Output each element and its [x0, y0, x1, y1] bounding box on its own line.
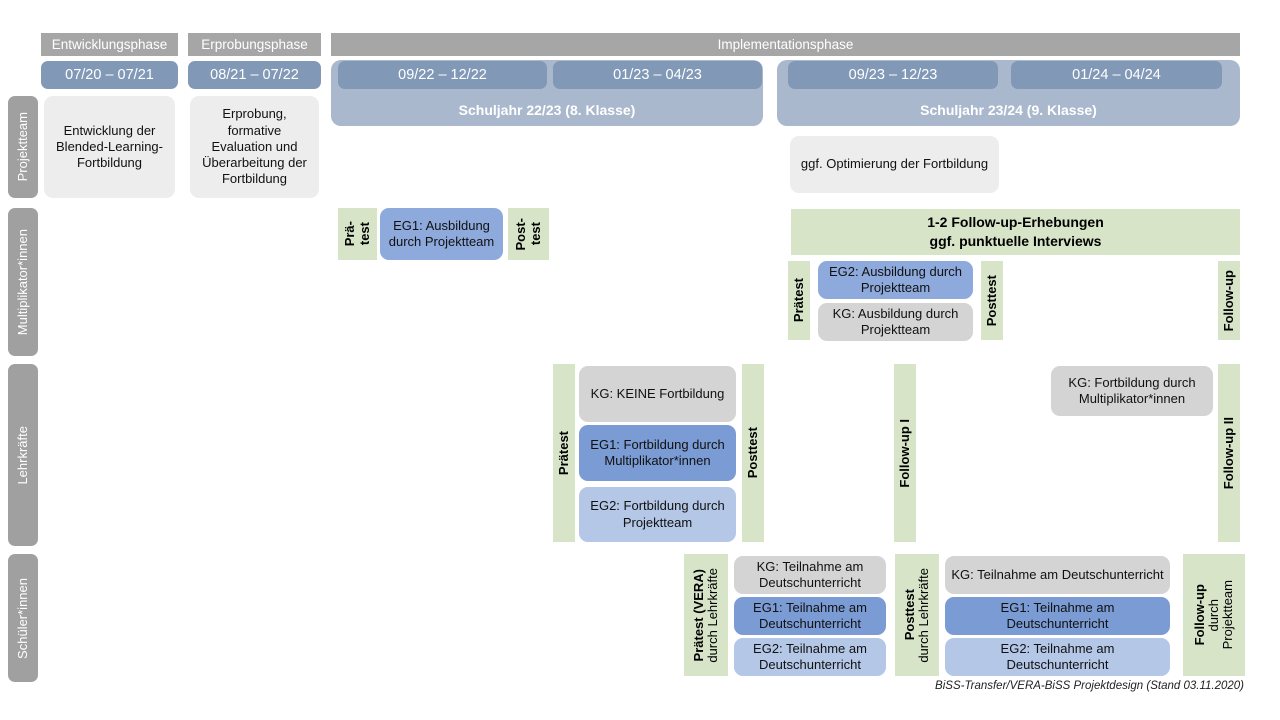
box-kg-teilnahme-deutschunterricht-1: KG: Teilnahme am Deutschunterricht	[734, 556, 886, 594]
box-text: KG: Teilnahme am Deutschunterricht	[756, 558, 864, 590]
date-label: 01/24 – 04/24	[1072, 67, 1161, 83]
box-text: EG1: Fortbildung durch Multiplikator*inn…	[590, 436, 725, 468]
date-label: 08/21 – 07/22	[210, 67, 299, 83]
date-chip-09-23-12-23: 09/23 – 12/23	[788, 61, 998, 89]
box-eg2-teilnahme-deutschunterricht-1: EG2: Teilnahme am Deutschunterricht	[734, 638, 886, 676]
box-text: EG2: Teilnahme am Deutschunterricht	[1000, 640, 1115, 672]
measure-posttest-multiplikatoren-1: Post- test	[508, 208, 549, 260]
phase-banner-entwicklungsphase: Entwicklungsphase	[41, 33, 178, 56]
posttest-line-2: test	[527, 222, 543, 246]
posttest-sub-text: durch Lehrkräfte	[916, 567, 931, 663]
box-text: EG1: Teilnahme am Deutschunterricht	[753, 599, 867, 631]
measure-followup-multiplikatoren: Follow-up	[1218, 261, 1240, 340]
box-entwicklung-fortbildung: Entwicklung der Blended-Learning-Fortbil…	[44, 96, 175, 198]
date-label: 07/20 – 07/21	[65, 67, 154, 83]
measure-posttest-lehrkraefte: Posttest	[742, 364, 764, 542]
measure-posttest-schuelerinnen: Posttest durch Lehrkräfte	[895, 554, 939, 676]
box-text: EG2: Fortbildung durch Projektteam	[590, 498, 725, 530]
schoolyear-label: Schuljahr 23/24 (9. Klasse)	[920, 102, 1097, 118]
band-followup-erhebungen: 1-2 Follow-up-Erhebungen ggf. punktuelle…	[791, 209, 1240, 255]
box-eg1-teilnahme-deutschunterricht-2: EG1: Teilnahme am Deutschunterricht	[945, 597, 1170, 635]
date-chip-08-21-07-22: 08/21 – 07/22	[188, 61, 321, 89]
followup-sub-text-1: durch	[1205, 598, 1221, 632]
box-eg2-fortbildung-projektteam: EG2: Fortbildung durch Projektteam	[579, 487, 736, 542]
box-kg-teilnahme-deutschunterricht-2: KG: Teilnahme am Deutschunterricht	[945, 556, 1170, 594]
box-text: ggf. Optimierung der Fortbildung	[800, 156, 989, 172]
box-text: EG2: Teilnahme am Deutschunterricht	[753, 640, 867, 672]
box-text: KG: Fortbildung durch Multiplikator*inne…	[1068, 374, 1196, 406]
lane-label-lehrkraefte: Lehrkräfte	[8, 364, 38, 546]
measure-text: Prätest	[555, 430, 571, 476]
date-chip-01-24-04-24: 01/24 – 04/24	[1011, 61, 1222, 89]
lane-label-multiplikatorinnen: Multiplikator*innen	[8, 208, 38, 356]
box-text: EG2: Ausbildung durch Projektteam	[829, 263, 962, 295]
praetest-sub-text: durch Lehrkräfte	[705, 567, 720, 663]
date-chip-01-23-04-23: 01/23 – 04/23	[553, 61, 762, 89]
box-eg2-teilnahme-deutschunterricht-2: EG2: Teilnahme am Deutschunterricht	[945, 638, 1170, 676]
measure-followup-schuelerinnen: Follow-up durch Projektteam	[1183, 554, 1245, 676]
praetest-bold-text: Prätest (VERA)	[690, 568, 706, 662]
box-text: KG: Teilnahme am Deutschunterricht	[951, 566, 1164, 582]
measure-text: Posttest	[744, 427, 760, 479]
schoolyear-label: Schuljahr 22/23 (8. Klasse)	[458, 102, 636, 118]
followup-bold-text: Follow-up	[1191, 584, 1207, 646]
box-eg1-teilnahme-deutschunterricht-1: EG1: Teilnahme am Deutschunterricht	[734, 597, 886, 635]
praetest-line-2: test	[356, 222, 372, 246]
box-kg-ausbildung-projektteam: KG: Ausbildung durch Projektteam	[818, 303, 973, 341]
box-text: EG1: Teilnahme am Deutschunterricht	[1000, 599, 1115, 631]
measure-text: Prätest	[790, 278, 806, 323]
box-eg2-ausbildung-projektteam: EG2: Ausbildung durch Projektteam	[818, 261, 973, 299]
posttest-line-1: Post-	[513, 217, 529, 251]
footer-caption: BiSS-Transfer/VERA-BiSS Projektdesign (S…	[935, 680, 1244, 692]
measure-followup-1-lehrkraefte: Follow-up I	[894, 364, 916, 542]
date-label: 01/23 – 04/23	[613, 67, 702, 83]
lane-text: Lehrkräfte	[14, 425, 30, 485]
phase-label: Implementationsphase	[717, 37, 854, 52]
phase-label: Erprobungsphase	[201, 37, 308, 52]
date-label: 09/22 – 12/22	[398, 67, 487, 83]
date-chip-07-20-07-21: 07/20 – 07/21	[41, 61, 178, 89]
measure-followup-2-lehrkraefte: Follow-up II	[1218, 364, 1240, 542]
measure-text: Posttest	[983, 274, 999, 327]
posttest-bold-text: Posttest	[901, 589, 917, 641]
lane-label-projektteam: Projektteam	[8, 96, 38, 198]
measure-posttest-multiplikatoren-2: Posttest	[981, 261, 1003, 340]
measure-praetest-multiplikatoren-2: Prätest	[788, 261, 810, 340]
band-line-1: 1-2 Follow-up-Erhebungen	[927, 214, 1104, 231]
box-eg1-ausbildung-projektteam: EG1: Ausbildung durch Projektteam	[380, 208, 503, 260]
date-label: 09/23 – 12/23	[848, 67, 938, 83]
phase-label: Entwicklungsphase	[51, 37, 168, 52]
box-erprobung-evaluation: Erprobung, formative Evaluation und Über…	[190, 96, 319, 198]
measure-text: Follow-up	[1220, 269, 1236, 332]
box-eg1-fortbildung-multiplikatoren: EG1: Fortbildung durch Multiplikator*inn…	[579, 425, 736, 481]
lane-text: Multiplikator*innen	[14, 228, 30, 336]
box-optimierung-fortbildung: ggf. Optimierung der Fortbildung	[790, 136, 999, 193]
phase-banner-erprobungsphase: Erprobungsphase	[188, 33, 321, 56]
box-kg-keine-fortbildung: KG: KEINE Fortbildung	[579, 366, 736, 422]
box-text: Erprobung, formative Evaluation und Über…	[202, 106, 307, 187]
measure-praetest-vera-schuelerinnen: Prätest (VERA) durch Lehrkräfte	[684, 554, 728, 676]
followup-sub-text-2: Projektteam	[1220, 580, 1236, 650]
measure-praetest-multiplikatoren-1: Prä- test	[338, 208, 377, 260]
measure-text: Follow-up II	[1220, 416, 1236, 490]
lane-text: Schüler*innen	[14, 577, 30, 659]
box-text: Entwicklung der Blended-Learning-Fortbil…	[56, 122, 163, 171]
phase-banner-implementationsphase: Implementationsphase	[331, 33, 1240, 56]
measure-praetest-lehrkraefte: Prätest	[553, 364, 575, 542]
box-text: EG1: Ausbildung durch Projektteam	[388, 217, 495, 249]
lane-label-schuelerinnen: Schüler*innen	[8, 554, 38, 682]
measure-text: Follow-up I	[896, 418, 912, 488]
box-text: KG: KEINE Fortbildung	[590, 385, 725, 401]
praetest-line-1: Prä-	[342, 221, 358, 247]
band-line-2: ggf. punktuelle Interviews	[929, 233, 1102, 249]
box-kg-fortbildung-multiplikatoren: KG: Fortbildung durch Multiplikator*inne…	[1051, 366, 1213, 416]
date-chip-09-22-12-22: 09/22 – 12/22	[338, 61, 547, 89]
box-text: KG: Ausbildung durch Projektteam	[832, 305, 959, 337]
lane-text: Projektteam	[14, 112, 30, 182]
